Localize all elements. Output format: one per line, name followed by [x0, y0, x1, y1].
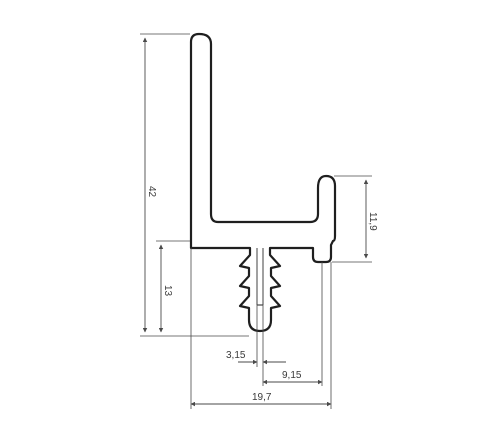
lip-height-label: 11,9: [367, 212, 378, 231]
height-overall-label: 42: [146, 186, 157, 198]
stem-width-label: 3,15: [226, 350, 246, 361]
overall-width-label: 19,7: [252, 392, 272, 403]
stem-height-label: 13: [162, 285, 173, 297]
offset-width-label: 9,15: [282, 370, 302, 381]
